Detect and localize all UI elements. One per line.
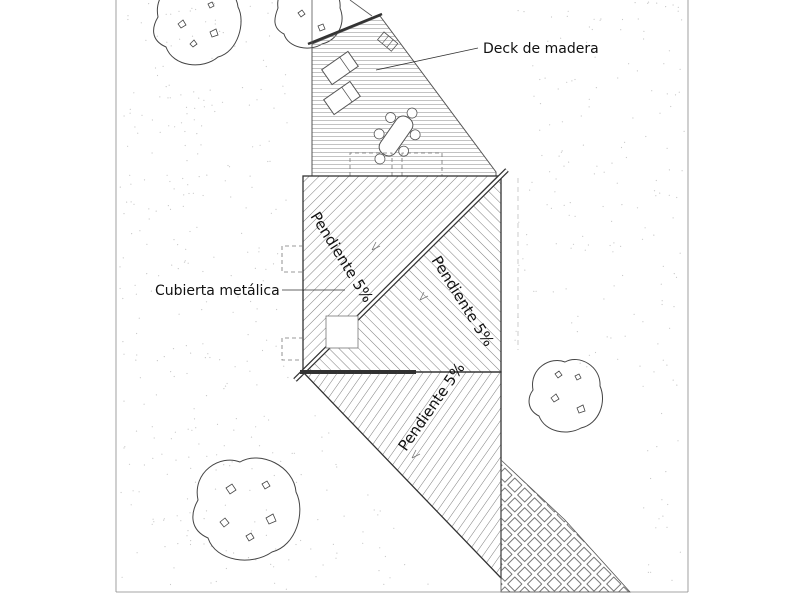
lounge-chair-icon bbox=[323, 80, 361, 116]
wooden-deck bbox=[307, 0, 497, 177]
tree-icon bbox=[528, 359, 604, 433]
dashed-opening bbox=[349, 152, 443, 176]
ground-stipple bbox=[119, 1, 685, 590]
steps bbox=[377, 31, 399, 52]
deck-rail bbox=[307, 12, 383, 46]
skylight bbox=[325, 315, 359, 349]
slope-arrow bbox=[419, 291, 429, 301]
dining-table-icon bbox=[373, 107, 421, 165]
slope-arrow bbox=[411, 449, 421, 459]
lattice-pergola bbox=[500, 459, 631, 593]
tree-icon bbox=[192, 457, 301, 561]
deck-edge bbox=[349, 0, 373, 17]
slope-arrow bbox=[371, 241, 381, 251]
deck-leader-line bbox=[375, 47, 479, 71]
metal-roof bbox=[293, 168, 509, 382]
roof-label: Cubierta metálica bbox=[155, 283, 280, 299]
dashed-opening bbox=[281, 245, 303, 361]
tree-icon bbox=[153, 0, 242, 66]
lounge-chair-icon bbox=[321, 50, 359, 86]
deck-label: Deck de madera bbox=[483, 41, 599, 57]
